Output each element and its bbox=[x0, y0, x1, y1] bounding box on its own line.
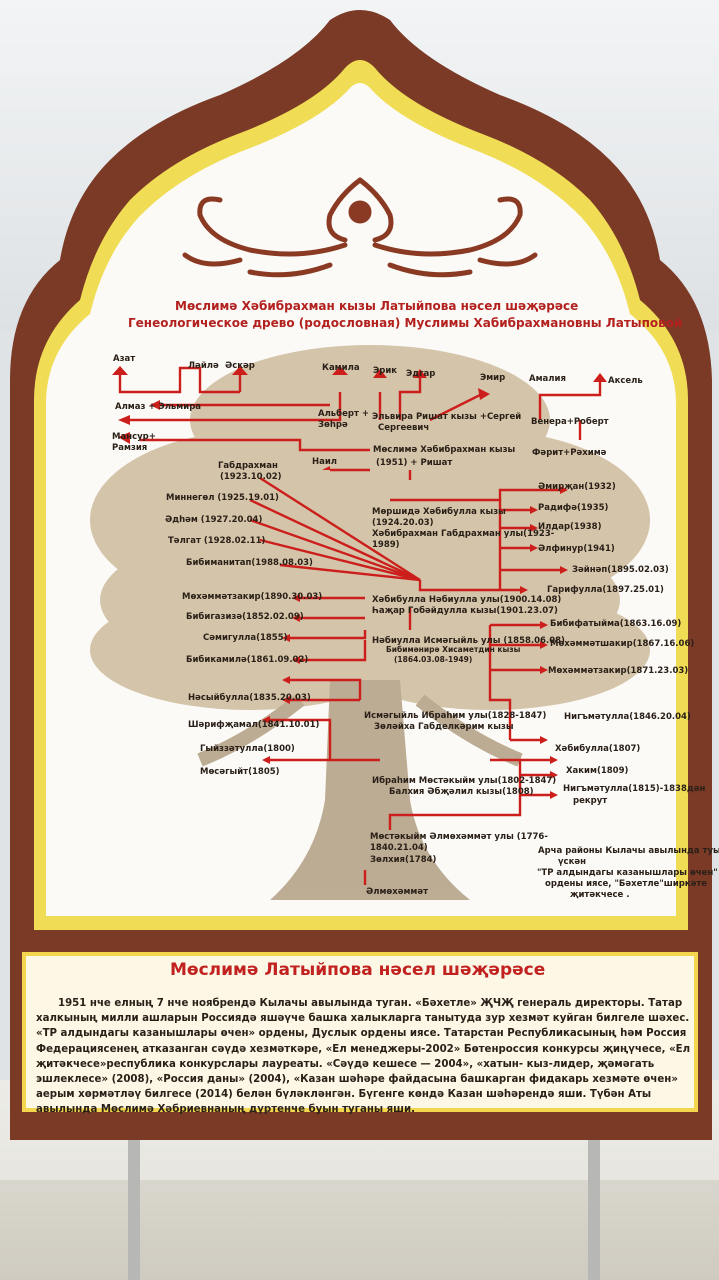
label-samigulla: Сәмигулла(1855) bbox=[203, 633, 288, 643]
label-muslima: Мөслимә Хәбибрахман кызы bbox=[373, 445, 516, 455]
label-elvira: Эльвира Ришат кызы +Сергей bbox=[372, 412, 522, 422]
label-mustakyim: Мөстәкыйм Әлмөхәммәт улы (1776- bbox=[370, 832, 548, 842]
bio-line: «ТР алдындагы казанышлары өчен» ордены, … bbox=[36, 1028, 687, 1040]
label-almuhammat: Әлмөхәммәт bbox=[366, 887, 429, 897]
label-rekrut: рекрут bbox=[573, 796, 608, 806]
bio-line: аерым хөрмәтләү билгесе (2014) белән бүл… bbox=[36, 1089, 652, 1101]
label-amaliya: Амалия bbox=[529, 374, 566, 384]
bio-panel-text: 1951 нче елның 7 нче ноябрендә Кылачы ав… bbox=[36, 996, 691, 1118]
label-bibimanitap: Бибиманитап(1988.08.03) bbox=[186, 558, 313, 568]
label-bibimanira: Бибимәнирә Хисаметдин кызы bbox=[386, 645, 521, 654]
label-habibrahman: Хәбибрахман Габдрахман улы(1923- bbox=[372, 529, 555, 539]
label-almaz: Алмаз + Эльмира bbox=[115, 402, 202, 412]
label-erik: Эрик bbox=[373, 366, 398, 376]
label-mustakyim-date: 1840.21.04) bbox=[370, 843, 428, 853]
bio-line: 1951 нче елның 7 нче ноябрендә Кылачы ав… bbox=[58, 998, 683, 1009]
note-line-3: "ТР алдындагы казанышлары өчен" bbox=[537, 868, 718, 878]
bio-line: Федерациясенең атказанган сәүдә хезмәткә… bbox=[36, 1043, 691, 1055]
note-line-4: ордены иясе, "Бәхетле"ширкәте bbox=[545, 879, 708, 889]
tree-title-tatar: Мөслимә Хәбибрахман кызы Латыйпова нәсел… bbox=[175, 299, 579, 313]
tree-connectors bbox=[118, 366, 602, 885]
label-sergeevich: Сергеевич bbox=[378, 423, 430, 433]
bio-line: авылында Мөслимә Хәбриевнаның дүртенче б… bbox=[36, 1104, 415, 1116]
label-gyizzatulla: Гыйззәтулла(1800) bbox=[200, 744, 295, 754]
label-albert: Альберт + bbox=[318, 409, 369, 419]
stand-post-right bbox=[588, 1120, 600, 1280]
label-muhammatzakir: Мөхәммәтзакир(1890.30.03) bbox=[182, 592, 323, 602]
label-zulaiha: Зөләйха Габделкәрим кызы bbox=[374, 722, 514, 732]
label-musagyit: Мөсәгыйт(1805) bbox=[200, 767, 280, 777]
stand-post-left bbox=[128, 1120, 140, 1280]
label-amirzhan: Әмирҗан(1932) bbox=[538, 482, 616, 492]
label-bibikamila: Бибикамилә(1861.09.02) bbox=[186, 655, 309, 665]
label-hajar: Һаҗар Гобәйдулла кызы(1901.23.07) bbox=[372, 606, 558, 616]
label-bibifatima: Бибифатыйма(1863.16.09) bbox=[550, 619, 682, 629]
label-emir: Эмир bbox=[480, 373, 506, 383]
label-zulhiya: Зөлхия(1784) bbox=[370, 855, 437, 865]
label-nail: Наил bbox=[312, 457, 338, 467]
label-mansur: Мансур+ bbox=[112, 432, 156, 442]
label-asker: Әскәр bbox=[225, 361, 255, 371]
label-minnegel: Миннегөл (1925.19.01) bbox=[166, 493, 279, 503]
label-edgar: Эдгар bbox=[406, 369, 436, 379]
label-ramziya: Рамзия bbox=[112, 443, 148, 453]
label-muhammatshakir: Мөхәммәтшакир(1867.16.06) bbox=[550, 639, 695, 649]
label-kamila: Камила bbox=[322, 363, 360, 373]
label-balhiya: Балхия Әбҗәлил кызы(1808) bbox=[389, 787, 534, 797]
label-habibulla-1807: Хәбибулла(1807) bbox=[555, 744, 641, 754]
bio-panel-title: Мөслимә Латыйпова нәсел шәҗәрәсе bbox=[170, 960, 546, 980]
bio-line: халкының милли ашларын Россиядә яшәүче б… bbox=[36, 1013, 690, 1025]
bio-panel bbox=[22, 952, 698, 1112]
label-farit: Фәрит+Рәхимә bbox=[532, 448, 607, 458]
label-alfinur: Әлфинур(1941) bbox=[538, 544, 615, 554]
label-ildar: Илдар(1938) bbox=[538, 522, 602, 532]
label-azat: Азат bbox=[113, 354, 136, 364]
label-murshida: Мөршидә Хәбибулла кызы bbox=[372, 507, 506, 517]
label-habibulla-father: Хәбибулла Нәбиулла улы(1900.14.08) bbox=[372, 595, 562, 605]
label-gabdrahman: Габдрахман bbox=[218, 461, 278, 471]
arrow-heads bbox=[112, 366, 607, 799]
label-habibrahman-end: 1989) bbox=[372, 540, 400, 550]
label-nigmatulla-1846: Нигъмәтулла(1846.20.04) bbox=[564, 712, 691, 722]
tree-title-russian: Генеологическое древо (родословная) Мусл… bbox=[128, 316, 683, 330]
ornament bbox=[182, 177, 538, 278]
label-nabiulla: Нәбиулла Исмәгыйль улы (1858.06.08) bbox=[372, 636, 565, 646]
note-line-2: үскән bbox=[558, 857, 586, 867]
label-ibrahim: Ибраһим Мөстәкыйм улы(1802-1847) bbox=[372, 776, 557, 786]
label-layla: Ләйлә bbox=[188, 361, 219, 371]
label-venera: Венера+Роберт bbox=[531, 417, 609, 427]
note-line-1: Арча районы Кылачы авылында туып bbox=[538, 846, 719, 856]
bio-line: эшлеклесе» (2008), «Россия даны» (2004),… bbox=[36, 1074, 678, 1086]
label-nasibulla: Нәсыйбулла(1835.20.03) bbox=[188, 693, 311, 703]
label-muslima-year: (1951) + Ришат bbox=[376, 458, 453, 468]
label-muhammatzakir-2: Мөхәммәтзакир(1871.23.03) bbox=[548, 666, 689, 676]
label-bibimanira-dates: (1864.03.08-1949) bbox=[394, 655, 473, 664]
label-zaynap: Зәйнәп(1895.02.03) bbox=[572, 565, 669, 575]
label-gabdrahman-date: (1923.10.02) bbox=[220, 472, 282, 482]
label-adham: Әдһәм (1927.20.04) bbox=[165, 515, 263, 525]
label-bibigaziza: Бибигазизә(1852.02.09) bbox=[186, 612, 304, 622]
label-hakim: Хаким(1809) bbox=[566, 766, 629, 776]
label-talgat: Тәлгат (1928.02.11) bbox=[168, 536, 266, 546]
label-nigmatulla-1815: Нигъмәтулла(1815)-1838дән bbox=[563, 784, 706, 794]
label-murshida-date: (1924.20.03) bbox=[372, 518, 434, 528]
note-line-5: җитәкчесе . bbox=[570, 890, 630, 900]
label-ismagil: Исмәгыйль Ибраһим улы(1828-1847) bbox=[364, 711, 547, 721]
label-radifa: Радифә(1935) bbox=[538, 503, 609, 513]
label-sharifjamal: Шәрифҗамал(1841.10.01) bbox=[188, 720, 320, 730]
label-garifulla: Гарифулла(1897.25.01) bbox=[547, 585, 664, 595]
bio-line: җитәкчесе»республика конкурслары лауреат… bbox=[36, 1058, 655, 1070]
label-zuhra: Зөһрә bbox=[318, 420, 348, 430]
label-aksel: Аксель bbox=[608, 376, 643, 386]
